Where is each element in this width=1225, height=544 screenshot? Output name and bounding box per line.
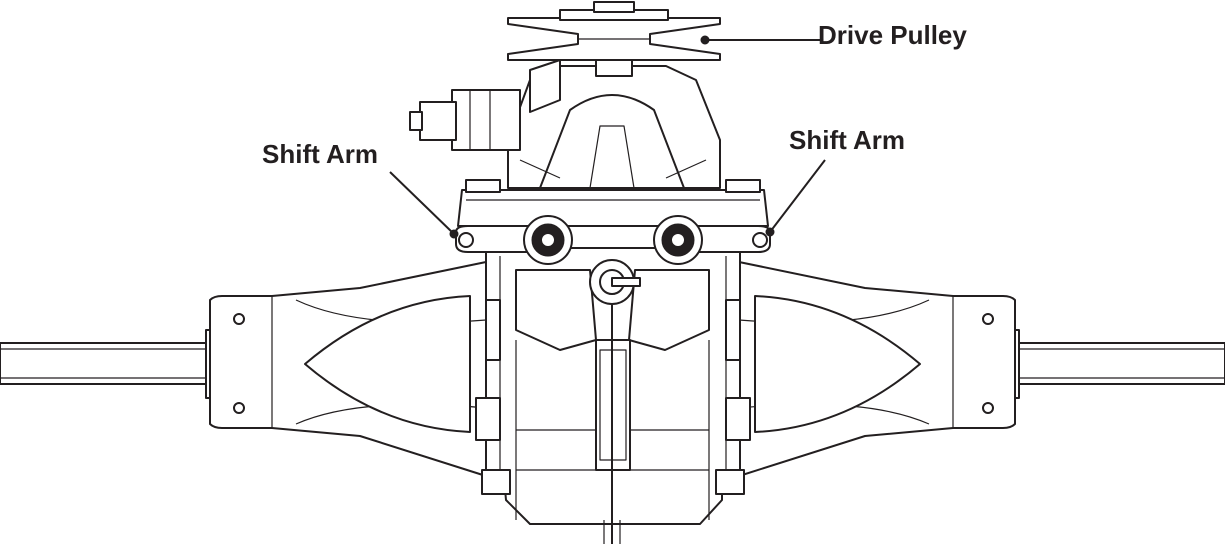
left-axle-housing [209, 261, 487, 477]
shift-arm-left-label: Shift Arm [262, 139, 379, 169]
leader-shift-arm-right [769, 159, 826, 233]
shift-arm-right-label: Shift Arm [789, 125, 906, 155]
right-axle-housing [738, 261, 1016, 477]
right-axle [1010, 329, 1225, 399]
leader-shift-arm-left [389, 171, 455, 235]
drive-pulley-label: Drive Pulley [818, 20, 967, 50]
shift-arm-left-part [455, 215, 573, 265]
left-axle [0, 329, 215, 399]
upper-housing [409, 55, 721, 189]
top-flange [457, 179, 769, 227]
main-case [475, 247, 751, 544]
leader-lines [389, 35, 826, 239]
shift-arm-right-part [653, 215, 771, 265]
drive-pulley [507, 1, 721, 61]
center-control-knob [589, 259, 641, 305]
